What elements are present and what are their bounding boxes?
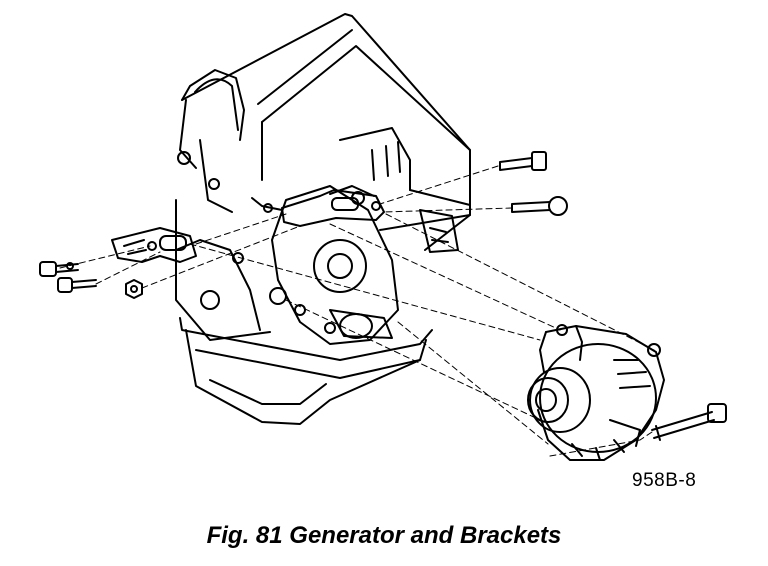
figure-caption: Fig. 81 Generator and Brackets (206, 522, 562, 549)
fasteners (39, 151, 727, 441)
bolt-generator (651, 403, 727, 441)
adjusting-bracket (111, 227, 197, 263)
upper-bracket (251, 189, 385, 227)
bolt-top-right (499, 151, 547, 171)
oil-pan (179, 317, 433, 425)
generator (527, 324, 665, 461)
engine-block (175, 13, 471, 341)
bolt-left-upper (39, 261, 79, 277)
bolt-mid-right (511, 196, 568, 216)
figure-reference-code: 958B-8 (632, 470, 697, 491)
alignment-guide-lines (59, 165, 655, 457)
nut-left (125, 279, 143, 299)
bolt-left-lower (57, 277, 97, 293)
exploded-view-illustration (39, 13, 727, 461)
